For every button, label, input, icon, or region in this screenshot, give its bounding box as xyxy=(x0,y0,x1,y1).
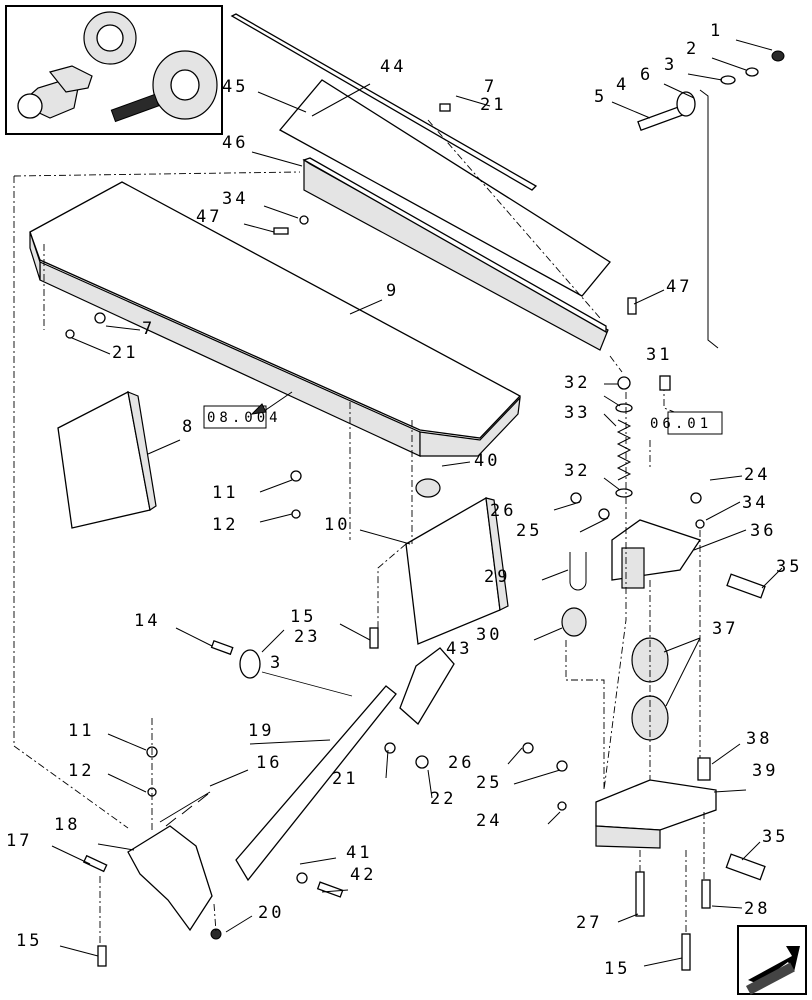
callout-34a: 34 xyxy=(222,189,248,209)
callout-1: 1 xyxy=(710,21,723,41)
strip-44 xyxy=(230,13,538,191)
callout-44: 44 xyxy=(380,57,406,77)
assembly-lines xyxy=(13,119,705,946)
spacer-38 xyxy=(697,757,711,781)
callout-2: 2 xyxy=(686,39,699,59)
reference-label-1: 08.004 xyxy=(207,410,282,426)
rod-assembly xyxy=(637,50,785,349)
callout-8: 8 xyxy=(182,417,195,437)
bracket-39 xyxy=(595,779,717,849)
reference-box-2[interactable]: 06.01 xyxy=(650,375,723,435)
callout-17: 17 xyxy=(6,831,32,851)
reference-label-2: 06.01 xyxy=(650,416,712,432)
plate-8 xyxy=(57,391,157,529)
callout-15a: 15 xyxy=(290,607,316,627)
callout-28: 28 xyxy=(744,899,770,919)
callout-7a: 7 xyxy=(484,77,497,97)
nut-31 xyxy=(617,376,631,390)
callout-25b: 25 xyxy=(476,773,502,793)
callout-27: 27 xyxy=(576,913,602,933)
callout-41: 41 xyxy=(346,843,372,863)
callout-46: 46 xyxy=(222,133,248,153)
shield-46 xyxy=(302,157,609,351)
callout-36: 36 xyxy=(750,521,776,541)
callout-34b: 34 xyxy=(742,493,768,513)
link-43 xyxy=(399,647,455,726)
callout-16: 16 xyxy=(256,753,282,773)
callout-6: 6 xyxy=(640,65,653,85)
callout-32a: 32 xyxy=(564,373,590,393)
callout-22: 22 xyxy=(430,789,456,809)
callout-18: 18 xyxy=(54,815,80,835)
callout-31: 31 xyxy=(646,345,672,365)
callout-47b: 47 xyxy=(666,277,692,297)
u-bolt-29 xyxy=(569,552,587,591)
callout-12b: 12 xyxy=(68,761,94,781)
callout-26b: 26 xyxy=(448,753,474,773)
callout-26a: 26 xyxy=(490,501,516,521)
callout-12a: 12 xyxy=(212,515,238,535)
callout-30: 30 xyxy=(476,625,502,645)
bushing-30 xyxy=(561,607,587,637)
callout-4: 4 xyxy=(616,75,629,95)
callout-5: 5 xyxy=(594,87,607,107)
callout-labels: 1 2 3 6 4 5 7 21 44 45 46 34 47 47 9 7 2… xyxy=(6,21,802,979)
callout-7b: 7 xyxy=(142,319,155,339)
callout-42: 42 xyxy=(350,865,376,885)
assembly-thumbnail-icon xyxy=(5,5,223,135)
spring-33 xyxy=(616,419,632,481)
callout-37: 37 xyxy=(712,619,738,639)
callout-14: 14 xyxy=(134,611,160,631)
callout-19: 19 xyxy=(248,721,274,741)
pointer-arrow-icon xyxy=(250,403,267,415)
callout-39: 39 xyxy=(752,761,778,781)
reference-box-1[interactable]: 08.004 xyxy=(203,405,282,429)
callout-43: 43 xyxy=(446,639,472,659)
callout-3b: 3 xyxy=(270,653,283,673)
callout-25a: 25 xyxy=(516,521,542,541)
callout-3: 3 xyxy=(664,55,677,75)
spring-16 xyxy=(159,791,211,827)
callout-32b: 32 xyxy=(564,461,590,481)
next-page-arrow-icon[interactable] xyxy=(737,925,807,995)
callout-29: 29 xyxy=(484,567,510,587)
bracket-36 xyxy=(611,519,702,589)
callout-11b: 11 xyxy=(68,721,94,741)
arm-19 xyxy=(235,685,397,882)
plate-10 xyxy=(405,496,509,645)
callout-24b: 24 xyxy=(476,811,502,831)
callout-35a: 35 xyxy=(776,557,802,577)
callout-21b: 21 xyxy=(112,343,138,363)
callout-24a: 24 xyxy=(744,465,770,485)
fasteners xyxy=(65,103,766,971)
callout-45: 45 xyxy=(222,77,248,97)
callout-21a: 21 xyxy=(480,95,506,115)
bracket-18 xyxy=(127,825,213,932)
callout-40: 40 xyxy=(474,451,500,471)
callout-9: 9 xyxy=(386,281,399,301)
callout-15c: 15 xyxy=(604,959,630,979)
callout-23: 23 xyxy=(294,627,320,647)
grommet-40 xyxy=(415,478,441,498)
washer-32b xyxy=(615,488,633,498)
callout-47a: 47 xyxy=(196,207,222,227)
callout-15b: 15 xyxy=(16,931,42,951)
callout-20: 20 xyxy=(258,903,284,923)
frame-9 xyxy=(29,181,522,457)
callout-21c: 21 xyxy=(332,769,358,789)
shield-45 xyxy=(278,79,611,297)
callout-38: 38 xyxy=(746,729,772,749)
callout-35b: 35 xyxy=(762,827,788,847)
callout-33: 33 xyxy=(564,403,590,423)
callout-10: 10 xyxy=(324,515,350,535)
callout-11a: 11 xyxy=(212,483,238,503)
